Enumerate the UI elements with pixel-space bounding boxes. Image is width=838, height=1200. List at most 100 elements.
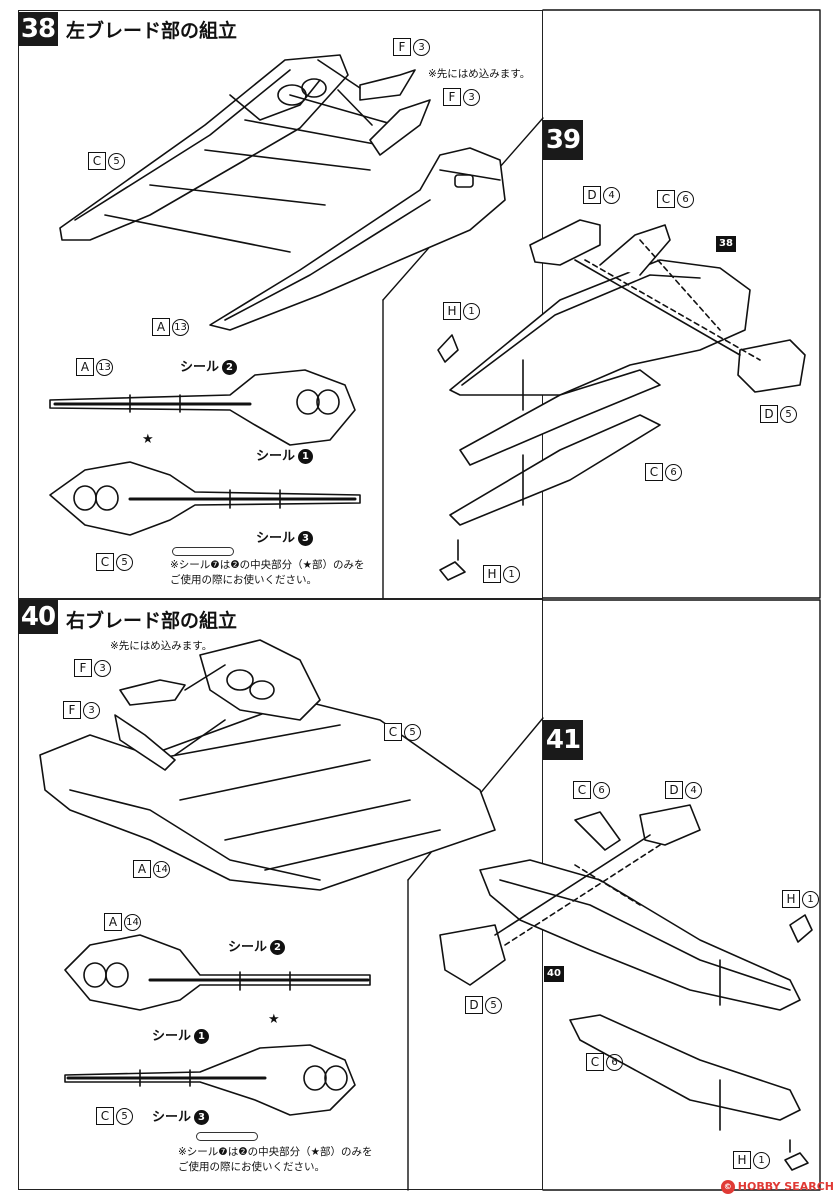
runner-letter: C (96, 1107, 114, 1125)
step-38-title: 左ブレード部の組立 (66, 20, 238, 42)
runner-letter: D (465, 996, 483, 1014)
step-38-note: ※先にはめ込みます。 (428, 68, 531, 80)
seal-number: 1 (298, 449, 314, 464)
seal-text: シール (256, 449, 296, 464)
runner-letter: D (665, 781, 683, 799)
seal-7-strip-40 (196, 1132, 258, 1141)
runner-letter: F (63, 701, 81, 719)
runner-letter: A (133, 860, 151, 878)
seal-text: シール (152, 1110, 192, 1125)
seal-text: シール (152, 1029, 192, 1044)
part-number: 5 (485, 996, 502, 1014)
part-number: 1 (463, 302, 480, 320)
part-number: 5 (108, 152, 125, 170)
part-number: 6 (593, 781, 610, 799)
runner-letter: D (760, 405, 778, 423)
runner-letter: A (104, 913, 122, 931)
seal-number: 3 (194, 1110, 210, 1125)
part-number: 6 (677, 190, 694, 208)
runner-letter: C (573, 781, 591, 799)
part-number: 6 (665, 463, 682, 481)
part-number: 5 (116, 1107, 133, 1125)
seal-number: 3 (298, 531, 314, 546)
seal-text: シール (228, 940, 268, 955)
watermark-text: HOBBY SEARCH (737, 1180, 834, 1193)
part-number: 3 (83, 701, 100, 719)
runner-letter: A (152, 318, 170, 336)
runner-letter: H (733, 1151, 751, 1169)
part-number: 5 (404, 723, 421, 741)
step-40-title: 右ブレード部の組立 (66, 610, 238, 632)
runner-letter: C (657, 190, 675, 208)
part-number: 5 (116, 553, 133, 571)
runner-letter: H (443, 302, 461, 320)
runner-letter: C (586, 1053, 604, 1071)
part-number: 13 (96, 358, 113, 376)
seal-7-strip (172, 547, 234, 556)
step-40-number: 40 (18, 600, 58, 634)
seal-note-line2: ご使用の際にお使いください。 (178, 1161, 325, 1173)
step-38-number: 38 (18, 12, 58, 46)
part-number: 3 (94, 659, 111, 677)
step-38-reference: 38 (716, 236, 736, 252)
seal-number: 2 (270, 940, 286, 955)
part-number: 1 (503, 565, 520, 583)
seal-note-40: ※シール❼は❷の中央部分（★部）のみを ご使用の際にお使いください。 (178, 1145, 373, 1175)
step-40-note: ※先にはめ込みます。 (110, 640, 213, 652)
part-number: 3 (413, 38, 430, 56)
part-number: 1 (753, 1151, 770, 1169)
runner-letter: C (384, 723, 402, 741)
seal-number: 1 (194, 1029, 210, 1044)
part-number: 13 (172, 318, 189, 336)
step-39-number: 39 (543, 120, 583, 160)
hobby-search-watermark: ©HOBBY SEARCH (720, 1180, 834, 1194)
runner-letter: C (96, 553, 114, 571)
part-number: 14 (124, 913, 141, 931)
step-40-reference: 40 (544, 966, 564, 982)
runner-letter: F (393, 38, 411, 56)
part-number: 4 (603, 186, 620, 204)
seal-text: シール (256, 531, 296, 546)
part-number: 6 (606, 1053, 623, 1071)
seal-note-line2: ご使用の際にお使いください。 (170, 574, 317, 586)
runner-letter: F (443, 88, 461, 106)
star-mark-40: ★ (268, 1012, 280, 1027)
runner-letter: F (74, 659, 92, 677)
runner-letter: C (645, 463, 663, 481)
seal-number: 2 (222, 360, 238, 375)
part-number: 4 (685, 781, 702, 799)
part-number: 14 (153, 860, 170, 878)
seal-note-line1: ※シール❼は❷の中央部分（★部）のみを (178, 1146, 373, 1158)
step-41-number: 41 (543, 720, 583, 760)
part-number: 3 (463, 88, 480, 106)
seal-text: シール (180, 360, 220, 375)
copyright-icon: © (720, 1180, 735, 1194)
